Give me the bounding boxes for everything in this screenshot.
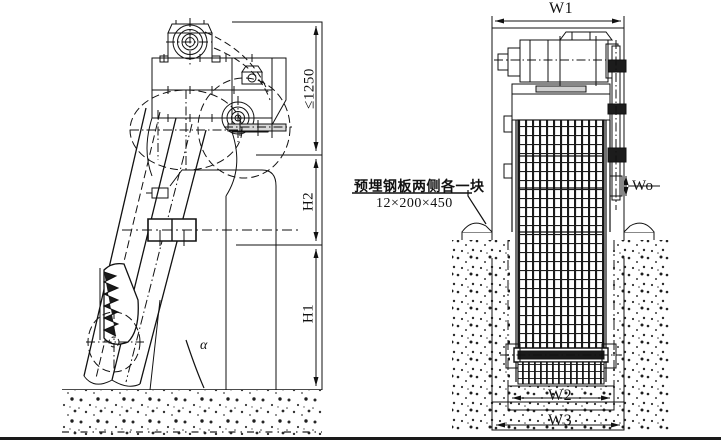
dimension-label-wo: Wo [632,178,654,194]
dimension-label-w1: W1 [549,0,574,17]
embedded-plate-note-chinese: 预埋钢板两侧各一块 [354,179,485,195]
front-elevation-group [452,16,670,431]
right-view-dimension-lines [495,18,660,428]
side-elevation-group [62,18,323,435]
dimension-label-w2: W2 [548,387,573,404]
embedded-plate-size-label: 12×200×450 [376,196,453,211]
image-bottom-border [0,437,721,440]
dimension-label-h1: H1 [300,303,317,324]
dimension-label-w3: W3 [548,412,573,429]
dimension-label-h2: H2 [300,191,317,212]
dimension-label-clearance-height: ≤1250 [301,68,318,109]
angle-symbol-alpha: α [200,338,208,353]
